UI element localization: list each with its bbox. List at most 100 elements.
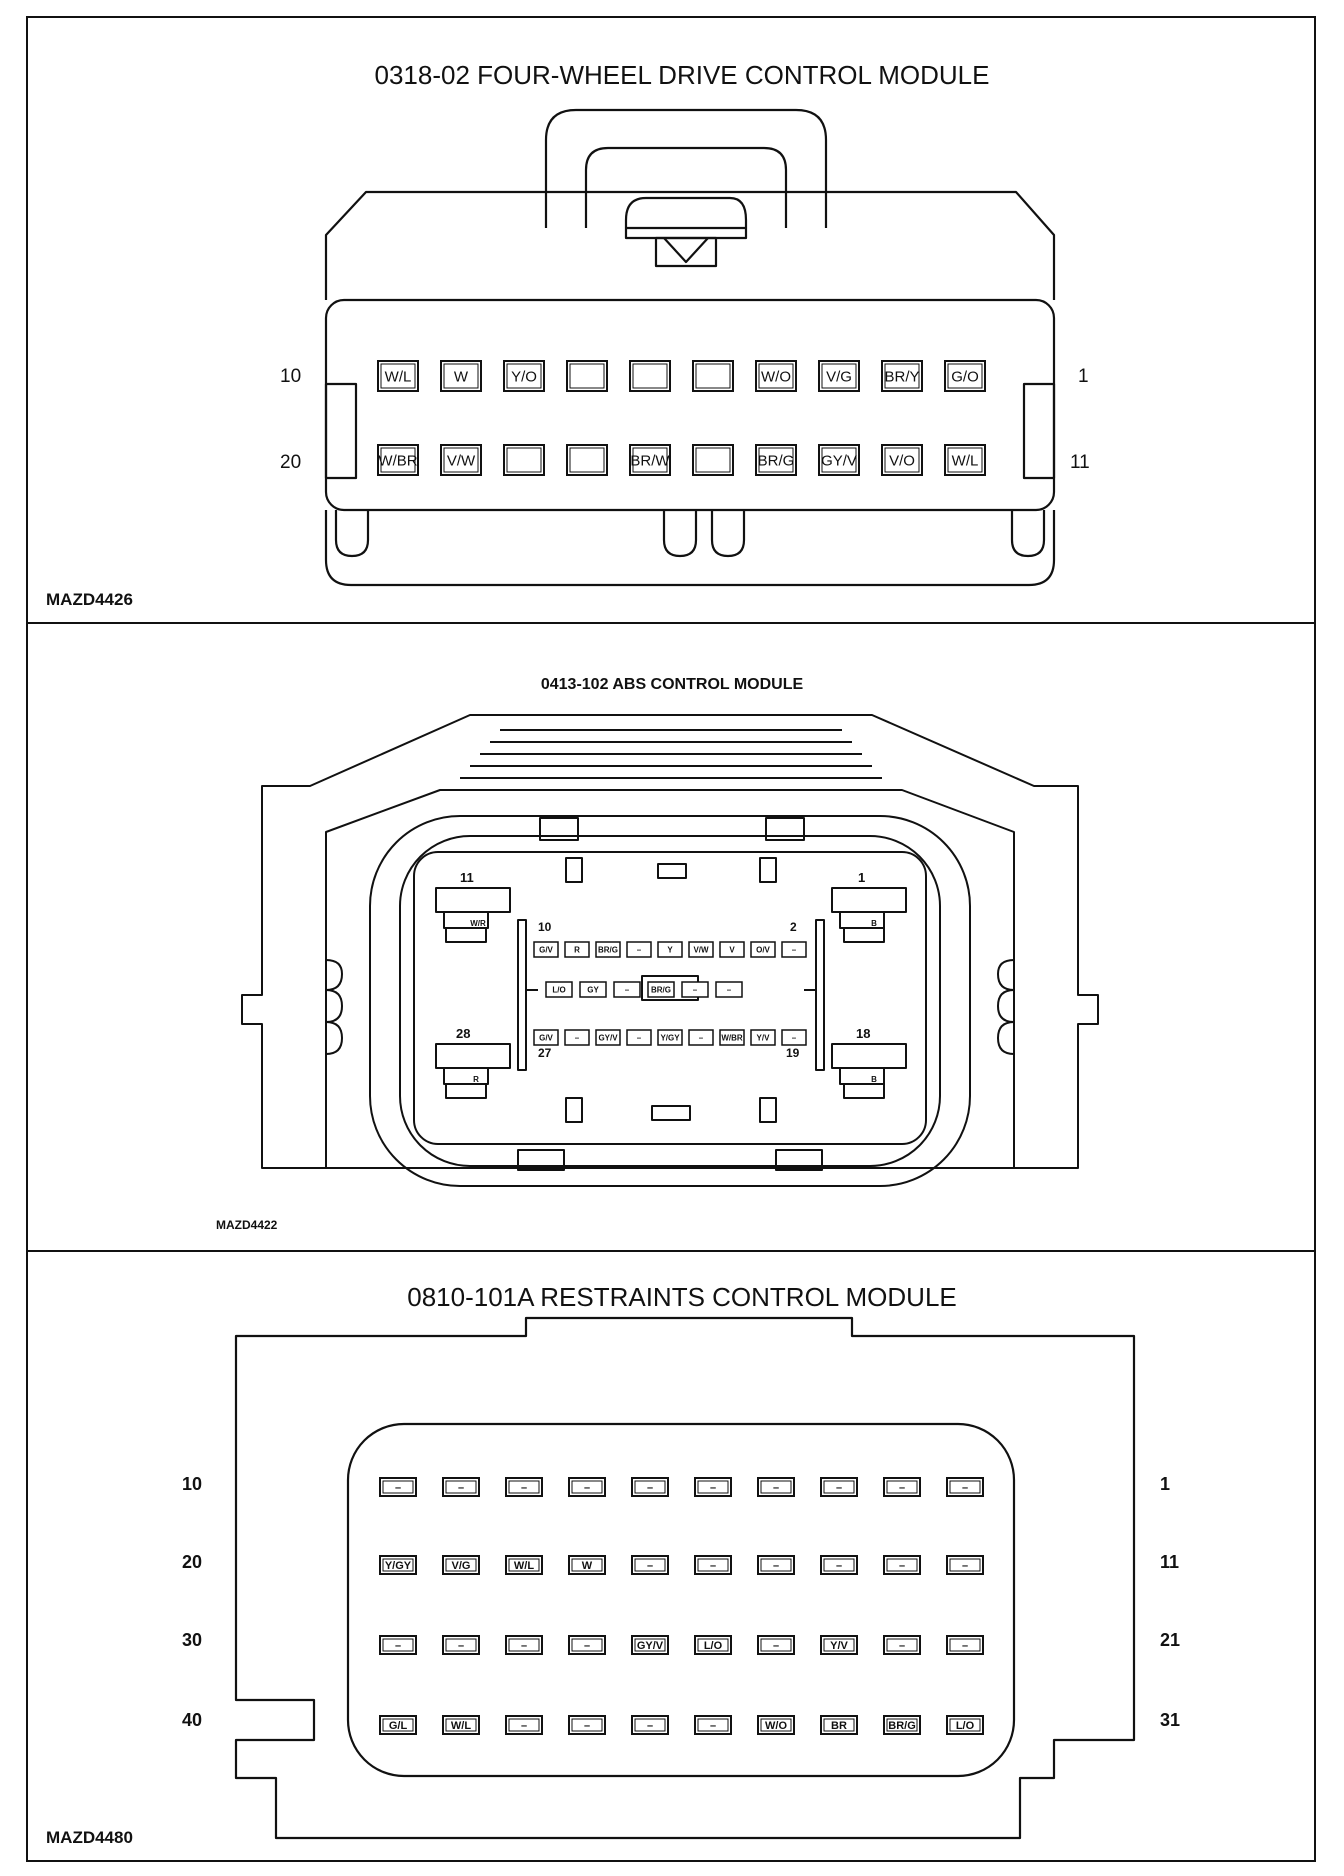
pin-number-10: 10: [280, 366, 302, 387]
pin-cavity: Y/GY: [379, 1555, 417, 1575]
pin-cavity: O/V: [750, 941, 776, 958]
pin-cavity: [566, 360, 608, 392]
pin-wire-label: G/O: [951, 368, 979, 385]
pin-cavity: W/BR: [377, 444, 419, 476]
pin-box-inner: [445, 1638, 477, 1652]
pin-number-11: 11: [1160, 1552, 1180, 1572]
pin-box-inner: [571, 1718, 603, 1732]
pin-wire-label: Y/GY: [385, 1560, 412, 1572]
pin-box: [881, 360, 923, 392]
pin-wire-label: –: [773, 1482, 779, 1494]
diagram-code: MAZD4480: [46, 1828, 133, 1847]
pin-box: [694, 1715, 732, 1735]
pin-cavity: Y/GY: [657, 1029, 683, 1046]
pin-wire-label: BR/G: [888, 1720, 916, 1732]
pin-cavity: –: [781, 1029, 807, 1046]
pin-cavity: R: [564, 941, 590, 958]
pin-number-19: 19: [786, 1046, 800, 1060]
pin-wire-label: –: [699, 1033, 704, 1042]
pin-box: [681, 981, 709, 998]
pin-box: [568, 1555, 606, 1575]
pin-box-inner: [949, 1638, 981, 1652]
pin-box-inner: [508, 1638, 540, 1652]
pin-box-inner: [695, 363, 731, 389]
pin-box: [377, 360, 419, 392]
pin-cavity: –: [757, 1477, 795, 1497]
pin-wire-label: –: [647, 1482, 653, 1494]
pin-box-inner: [886, 1480, 918, 1494]
pin-wire-label: –: [836, 1560, 842, 1572]
pin-box: [657, 1029, 683, 1046]
pin-box: [715, 981, 743, 998]
pin-wire-label: R: [574, 945, 580, 954]
pin-cavity: GY/V: [631, 1635, 669, 1655]
pin-wire-label: G/L: [389, 1720, 408, 1732]
pin-box: [883, 1477, 921, 1497]
pin-cavity: –: [946, 1555, 984, 1575]
pin-wire-label: L/O: [704, 1640, 723, 1652]
pin-cavity: –: [631, 1715, 669, 1735]
pin-box-inner: [697, 1480, 729, 1494]
pin-cavity: [566, 444, 608, 476]
pin-cavity: W/BR: [719, 1029, 745, 1046]
pin-box: [883, 1635, 921, 1655]
pin-number-1: 1: [1078, 366, 1089, 387]
pin-box: [881, 444, 923, 476]
pin-wire-label: –: [637, 1033, 642, 1042]
pin-box: [442, 1555, 480, 1575]
pin-wire-label: –: [575, 1033, 580, 1042]
pin-cavity: Y: [657, 941, 683, 958]
pin-box: [883, 1715, 921, 1735]
pin-cavity: –: [379, 1477, 417, 1497]
pin-number-10: 10: [182, 1474, 203, 1494]
pin-box-inner: [823, 1480, 855, 1494]
pin-wire-label: BR/G: [651, 985, 671, 994]
pin-cavity: [692, 444, 734, 476]
pin-box: [946, 1635, 984, 1655]
pin-cavity: –: [505, 1715, 543, 1735]
pin-box-inner: [949, 1480, 981, 1494]
pin-box-inner: [760, 1638, 792, 1652]
pin-cavity: BR/G: [647, 981, 675, 998]
pin-box: [566, 360, 608, 392]
pin-cavity: –: [505, 1477, 543, 1497]
pin-box: [883, 1555, 921, 1575]
pin-box: [757, 1715, 795, 1735]
pin-box: [545, 981, 573, 998]
pin-cavity: –: [820, 1555, 858, 1575]
pin-wire-label: Y/V: [757, 1033, 771, 1042]
pin-box-inner: [823, 1718, 855, 1732]
pin-wire-label: V/O: [889, 452, 915, 469]
pin-wire-label: –: [962, 1482, 968, 1494]
pin-wire-label: O/V: [756, 945, 770, 954]
pin-cavity: –: [505, 1635, 543, 1655]
pin-cavity: –: [442, 1477, 480, 1497]
pin-box: [944, 360, 986, 392]
pin-box-inner: [445, 1718, 477, 1732]
pin-wire-label: –: [773, 1640, 779, 1652]
pin-box: [820, 1477, 858, 1497]
pin-number-2: 2: [790, 920, 797, 934]
pin-box: [781, 941, 807, 958]
panel-title: 0810-101A RESTRAINTS CONTROL MODULE: [407, 1282, 957, 1312]
pin-box-inner: [632, 363, 668, 389]
pin-wire-label: W: [582, 1560, 593, 1572]
pin-cavity: V/W: [440, 444, 482, 476]
pin-box: [595, 1029, 621, 1046]
pin-box: [946, 1477, 984, 1497]
pin-number-11: 11: [1070, 452, 1090, 473]
pin-box-inner: [821, 363, 857, 389]
pin-cavity: G/O: [944, 360, 986, 392]
pin-number-1: 1: [1160, 1474, 1171, 1494]
pin-wire-label: L/O: [956, 1720, 975, 1732]
pin-wire-label: W: [454, 368, 469, 385]
pin-cavity: W/L: [944, 444, 986, 476]
pin-cavity: –: [883, 1635, 921, 1655]
pin-wire-label: L/O: [552, 985, 565, 994]
pin-box-inner: [634, 1638, 666, 1652]
pin-box: [946, 1555, 984, 1575]
pin-cavity: V/G: [818, 360, 860, 392]
pin-box: [379, 1477, 417, 1497]
pin-wire-label: BR/G: [598, 945, 618, 954]
pin-wire-label: GY: [587, 985, 599, 994]
